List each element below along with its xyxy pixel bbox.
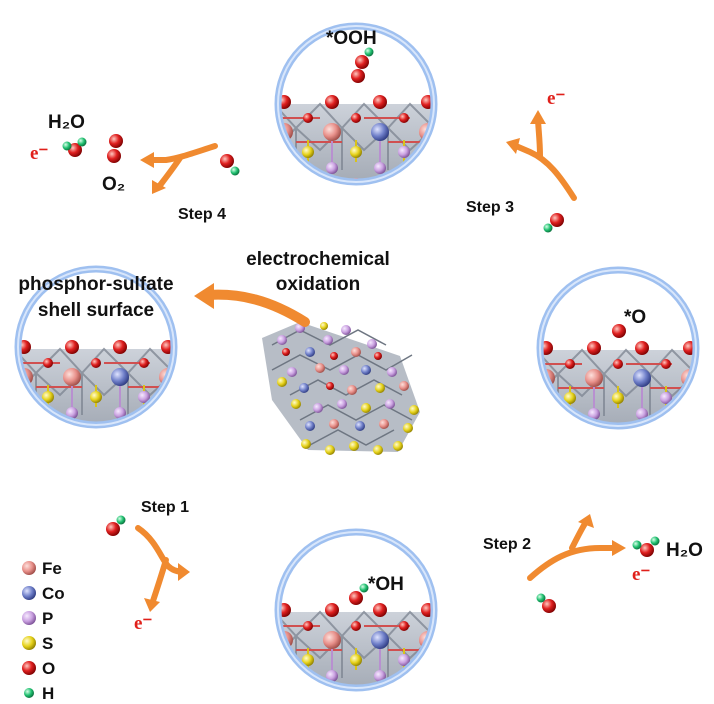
step3-label: Step 3 (466, 199, 514, 216)
oh-species (220, 154, 240, 176)
oh-intermediate-panel: *OH (274, 528, 438, 692)
legend-fe-label: Fe (42, 559, 62, 578)
legend-fe-swatch (22, 561, 36, 575)
water-molecule (62, 137, 87, 157)
electron-label: e⁻ (632, 564, 650, 585)
step2-group: Step 2 H₂O e⁻ (483, 514, 703, 613)
o-intermediate-panel: *O (536, 266, 700, 430)
oxidation-label-line2: oxidation (276, 274, 360, 295)
ooh-adsorbate (351, 47, 374, 83)
shell-surface-panel (14, 265, 178, 429)
step4-group: Step 4 H₂O e⁻ O₂ (30, 112, 240, 223)
oxygen-molecule (107, 134, 123, 163)
legend-h-swatch (24, 688, 34, 698)
water-label: H₂O (48, 112, 85, 133)
oh-species (536, 593, 556, 613)
bulk-crystal-structure (262, 322, 420, 455)
water-molecule (632, 536, 660, 557)
oh-label: *OH (368, 574, 404, 595)
shell-label-line1: phosphor-sulfate (18, 274, 173, 295)
oxidation-label-line1: electrochemical (246, 249, 390, 270)
legend-p-swatch (22, 611, 36, 625)
legend-o-label: O (42, 659, 55, 678)
oh-adsorbate (349, 583, 369, 605)
step1-label: Step 1 (141, 499, 189, 516)
o2-label: O₂ (102, 174, 125, 195)
ooh-label: *OOH (326, 28, 377, 49)
legend-co-label: Co (42, 584, 65, 603)
legend-o-swatch (22, 661, 36, 675)
step3-group: Step 3 e⁻ (466, 88, 577, 233)
step1-group: Step 1 e⁻ (106, 499, 190, 634)
electron-label: e⁻ (30, 143, 48, 164)
legend-co-swatch (22, 586, 36, 600)
o-adsorbate (612, 324, 626, 338)
ooh-intermediate-panel: *OOH (274, 22, 438, 186)
o-label: *O (624, 307, 646, 328)
step4-label: Step 4 (178, 206, 226, 223)
oh-species (106, 515, 126, 536)
legend-p-label: P (42, 609, 53, 628)
oxidation-arrow (194, 283, 310, 327)
oh-species (543, 213, 564, 233)
legend-s-swatch (22, 636, 36, 650)
shell-label-line2: shell surface (38, 300, 154, 321)
water-label: H₂O (666, 540, 703, 561)
electron-label: e⁻ (134, 613, 152, 634)
legend-h-label: H (42, 684, 54, 703)
step2-label: Step 2 (483, 536, 531, 553)
electron-label: e⁻ (547, 88, 565, 109)
legend-s-label: S (42, 634, 53, 653)
